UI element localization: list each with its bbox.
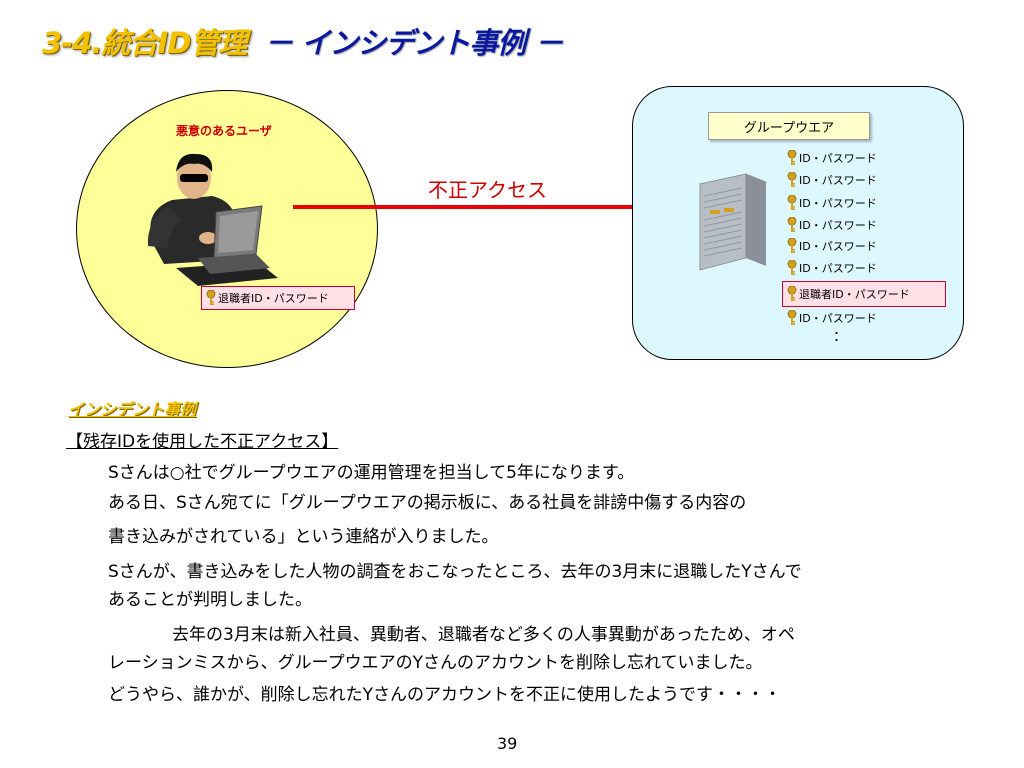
key-icon (787, 172, 797, 187)
incident-line: あることが判明しました。 (108, 590, 312, 610)
credential-row: ID・パスワード (787, 195, 877, 211)
credential-label: 退職者ID・パスワード (799, 288, 910, 301)
incident-line: Sさんは○社でグループウエアの運用管理を担当して5年になります。 (108, 463, 635, 483)
attacker-label: 悪意のあるユーザ (176, 124, 272, 138)
key-icon (787, 195, 797, 210)
key-icon (787, 260, 797, 275)
slide-title: 3-4.統合ID管理 － インシデント事例 － (42, 20, 563, 62)
credential-row: ID・パスワード (787, 238, 877, 254)
key-icon (787, 150, 797, 165)
groupware-label: グループウエア (743, 120, 835, 136)
credential-label: ID・パスワード (799, 262, 877, 275)
more-entries-ellipsis: ： (833, 329, 847, 345)
attacker-credential-box: 退職者ID・パスワード (201, 286, 355, 310)
credential-label: ID・パスワード (799, 152, 877, 165)
attacker-figure-icon (147, 153, 278, 286)
credential-label: ID・パスワード (799, 174, 877, 187)
credential-label: ID・パスワード (799, 312, 877, 325)
slide-title-part1: 3-4.統合ID管理 (42, 26, 247, 60)
incident-line: どうやら、誰かが、削除し忘れたYさんのアカウントを不正に使用したようです・・・・ (108, 685, 782, 705)
incident-line: ある日、Sさん宛てに「グループウエアの掲示板に、ある社員を誹謗中傷する内容の (108, 493, 747, 513)
credential-row: ID・パスワード (787, 217, 877, 233)
incident-line: Sさんが、書き込みをした人物の調査をおこなったところ、去年の3月末に退職したYさ… (108, 562, 802, 582)
credential-row: ID・パスワード (787, 150, 877, 166)
attacker-credential-label: 退職者ID・パスワード (218, 292, 329, 305)
credential-label: ID・パスワード (799, 240, 877, 253)
slide-title-part2: － インシデント事例 － (264, 26, 563, 60)
credential-label: ID・パスワード (799, 197, 877, 210)
incident-line: 去年の3月末は新入社員、異動者、退職者など多くの人事異動があったため、オペ (172, 625, 795, 645)
unauthorized-access-label: 不正アクセス (428, 178, 547, 202)
server-icon (698, 173, 768, 271)
credential-row: ID・パスワード (787, 172, 877, 188)
credential-label: ID・パスワード (799, 219, 877, 232)
credential-row: ID・パスワード (787, 310, 877, 326)
credential-row: ID・パスワード (787, 260, 877, 276)
incident-heading: インシデント事例 (68, 400, 197, 419)
key-icon (206, 290, 216, 305)
key-icon (787, 217, 797, 232)
groupware-label-box: グループウエア (708, 112, 870, 140)
key-icon (787, 286, 797, 301)
incident-line: レーションミスから、グループウエアのYさんのアカウントを削除し忘れていました。 (108, 653, 763, 673)
incident-subheading: 【残存IDを使用した不正アクセス】 (66, 432, 339, 452)
key-icon (787, 238, 797, 253)
key-icon (787, 310, 797, 325)
page-number: 39 (497, 734, 518, 753)
retired-credential-highlight (782, 281, 946, 307)
credential-row-retired: 退職者ID・パスワード (787, 286, 910, 302)
incident-line: 書き込みがされている」という連絡が入りました。 (108, 527, 499, 547)
